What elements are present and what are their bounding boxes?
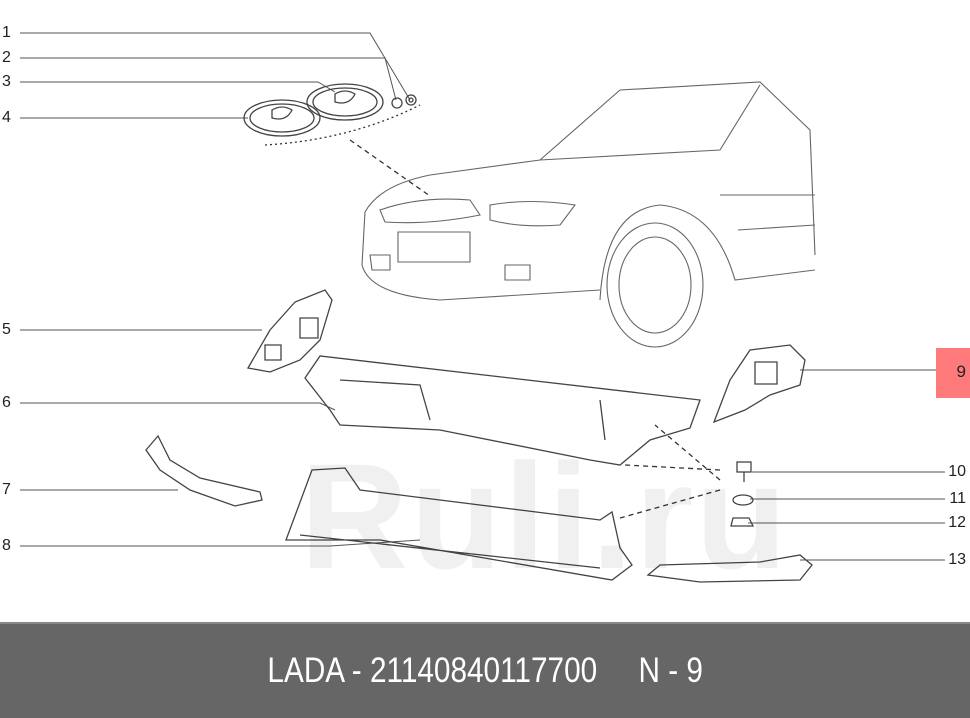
leader-lines <box>20 32 945 561</box>
callout-8: 8 <box>2 537 11 554</box>
callout-12: 12 <box>948 514 966 531</box>
callout-5: 5 <box>2 321 11 338</box>
part-13-trim <box>646 554 813 583</box>
watermark-logo: Ruli.ru <box>300 432 789 600</box>
footer-bar: LADA - 21140840117700 N - 9 <box>0 622 970 718</box>
fasteners <box>730 461 755 527</box>
callout-2: 2 <box>2 49 11 66</box>
emblem-parts <box>243 83 417 137</box>
part-6-panel <box>304 355 701 466</box>
callout-11: 11 <box>949 490 966 507</box>
callout-10: 10 <box>948 463 966 480</box>
part-5-bracket <box>246 289 333 373</box>
part-7-trim <box>145 434 263 507</box>
footer-part-info: LADA - 21140840117700 N - 9 <box>267 651 703 690</box>
callout-3: 3 <box>2 73 11 90</box>
callout-13: 13 <box>948 551 966 568</box>
part-9-bracket <box>712 344 806 424</box>
callout-6: 6 <box>2 394 11 411</box>
part-8-panel <box>285 467 633 581</box>
callout-9-highlighted[interactable]: 9 <box>936 348 970 398</box>
callout-4: 4 <box>2 109 11 126</box>
callout-9: 9 <box>956 362 966 381</box>
car-outline <box>361 81 816 348</box>
assembly-arrows <box>264 104 721 519</box>
parts-diagram <box>20 32 945 583</box>
callout-1: 1 <box>2 24 11 41</box>
callout-7: 7 <box>2 481 11 498</box>
